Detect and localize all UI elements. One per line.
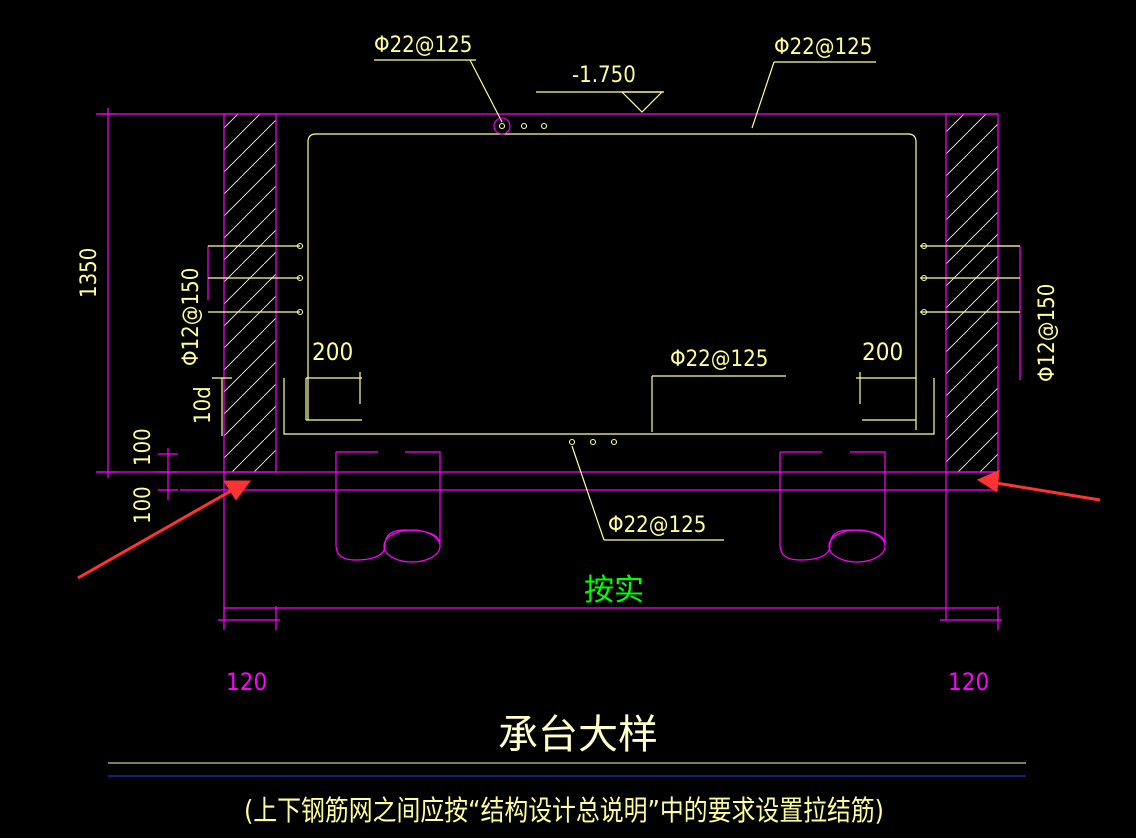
annotation-arrows — [77, 469, 1101, 580]
pile-left — [335, 451, 441, 563]
label-anchor-right: 200 — [862, 338, 903, 366]
cap-outline — [96, 108, 1021, 630]
wall-left — [223, 113, 277, 473]
drawing-title: 承台大样 — [498, 712, 658, 758]
rebar-cage — [208, 59, 1020, 541]
rebar-dots — [296, 117, 928, 446]
label-cover-top: 100 — [131, 428, 156, 466]
label-width-right: 120 — [948, 668, 989, 696]
label-rebar-bottom-mid: Φ22@125 — [670, 347, 768, 372]
label-depth: 1350 — [77, 248, 102, 298]
label-lap-length: 10d — [191, 386, 216, 424]
label-rebar-top-left: Φ22@125 — [374, 33, 472, 58]
drawing-note: (上下钢筋网之间应按“结构设计总说明”中的要求设置拉结筋) — [244, 794, 884, 827]
wall-right — [945, 113, 999, 473]
label-side-rebar-right: Φ12@150 — [1035, 284, 1060, 382]
label-anchor-left: 200 — [312, 338, 353, 366]
label-elevation: -1.750 — [572, 63, 636, 88]
label-width-left: 120 — [226, 668, 267, 696]
label-side-rebar-left: Φ12@150 — [179, 268, 204, 366]
label-rebar-top-right: Φ22@125 — [774, 35, 872, 60]
label-pile-note: 按实 — [584, 573, 644, 608]
label-rebar-bottom-low: Φ22@125 — [608, 513, 706, 538]
pile-right — [779, 451, 886, 563]
title-underline — [108, 762, 1026, 777]
label-cover-bottom: 100 — [131, 486, 156, 524]
